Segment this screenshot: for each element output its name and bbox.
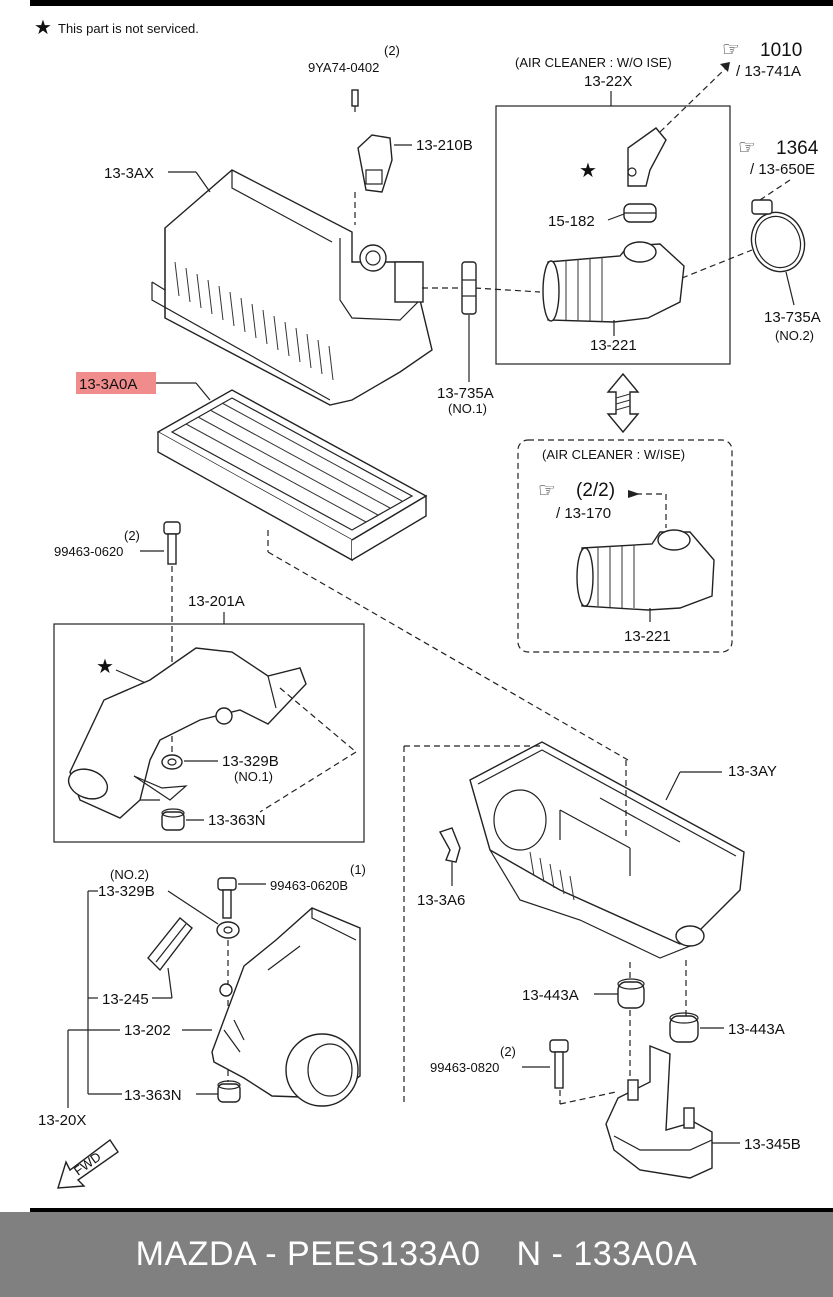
- star-icon: ★: [34, 17, 52, 39]
- highlight-13-3a0a: [76, 372, 156, 394]
- fwd-arrow-icon: [57, 1138, 119, 1189]
- air-cleaner-case: [469, 741, 745, 959]
- gasket-13-245: [147, 917, 193, 972]
- ref-2-2: (2/2): [576, 480, 615, 501]
- cover-ribs: [174, 261, 334, 381]
- label-13-202: 13-202: [124, 1022, 171, 1039]
- insulator-13-363n: [161, 808, 185, 831]
- insulator-13-363n-lower: [217, 1080, 241, 1103]
- sensor-13-210b: [351, 89, 393, 193]
- star-icon-201a: ★: [96, 656, 114, 678]
- pointer-hand-icon-22: ☞: [538, 480, 556, 502]
- label-13-3a0a: 13-3A0A: [79, 376, 137, 393]
- star-icon-22x: ★: [579, 160, 597, 182]
- footer-part-number: MAZDA - PEES133A0: [135, 1235, 481, 1273]
- top-border: [30, 0, 833, 6]
- ref-13-741a: / 13-741A: [736, 63, 801, 80]
- label-13-3a6: 13-3A6: [417, 892, 465, 909]
- air-hose-wo-ise: [542, 241, 685, 323]
- label-no2-left: (NO.2): [110, 867, 149, 882]
- bracket-13-345b: [605, 1044, 713, 1179]
- label-99463-0620: 99463-0620: [54, 544, 123, 559]
- label-13-20x: 13-20X: [38, 1112, 86, 1129]
- arrow-up-icon: [720, 62, 730, 72]
- label-13-443a-right: 13-443A: [728, 1021, 785, 1038]
- label-13-3ax: 13-3AX: [104, 165, 154, 182]
- label-9ya74: 9YA74-0402: [308, 60, 379, 75]
- label-no2-right: (NO.2): [775, 328, 814, 343]
- part-number-footer: MAZDA - PEES133A0 N - 133A0A: [0, 1212, 833, 1297]
- label-no1-center: (NO.1): [448, 401, 487, 416]
- w-ise-box: [517, 439, 733, 653]
- air-cleaner-cover: [151, 169, 433, 406]
- pointer-hand-icon-1364: ☞: [738, 137, 756, 159]
- w-ise-title: (AIR CLEANER : W/ISE): [542, 447, 685, 462]
- label-13-221-bottom: 13-221: [624, 628, 671, 645]
- label-99463-0820: 99463-0820: [430, 1060, 499, 1075]
- bolt-99463-0820: [549, 1039, 569, 1089]
- resonator-duct: [67, 647, 307, 819]
- label-bolt-0620b-qty: (1): [350, 862, 366, 877]
- air-filter-element: [156, 389, 428, 562]
- label-13-245: 13-245: [102, 991, 149, 1008]
- insulator-13-443a-left: [617, 978, 645, 1009]
- clamp-13-735a-no2: [750, 199, 806, 273]
- grommet-13-329b-no2: [216, 921, 240, 939]
- label-13-735a-no1: 13-735A: [437, 385, 494, 402]
- ref-1010: 1010: [760, 40, 802, 61]
- ref-13-650e: / 13-650E: [750, 161, 815, 178]
- label-bolt-qty: (2): [124, 528, 140, 543]
- grommet-13-329b-no1: [161, 754, 183, 770]
- label-13-329b-no1: 13-329B: [222, 753, 279, 770]
- label-13-210b: 13-210B: [416, 137, 473, 154]
- breather-nipple: [627, 127, 667, 187]
- case-ribs: [529, 851, 575, 901]
- air-duct-13-202: [211, 907, 361, 1107]
- label-9ya74-qty: (2): [384, 43, 400, 58]
- pointer-hand-icon-1010: ☞: [722, 39, 740, 61]
- label-13-22x: 13-22X: [584, 73, 632, 90]
- resonator-box: [53, 623, 365, 843]
- label-13-3ay: 13-3AY: [728, 763, 777, 780]
- double-arrow-icon: [606, 372, 640, 434]
- label-13-345b: 13-345B: [744, 1136, 801, 1153]
- arrow-left-icon: [628, 490, 640, 498]
- air-hose-w-ise: [576, 529, 715, 611]
- wo-ise-title: (AIR CLEANER : W/O ISE): [515, 55, 672, 70]
- clip-13-3a6: [438, 827, 461, 863]
- label-13-363n-top: 13-363N: [208, 812, 266, 829]
- clamp-13-735a-no1: [461, 261, 477, 315]
- clamp-15-182: [623, 203, 657, 223]
- ref-1364: 1364: [776, 138, 819, 159]
- label-bolt-0820-qty: (2): [500, 1044, 516, 1059]
- label-13-735a-no2: 13-735A: [764, 309, 821, 326]
- bolt-99463-0620: [163, 521, 181, 565]
- label-15-182: 15-182: [548, 213, 595, 230]
- label-99463-0620b: 99463-0620B: [270, 878, 348, 893]
- label-13-201a: 13-201A: [188, 593, 245, 610]
- not-serviced-note: This part is not serviced.: [58, 21, 199, 36]
- label-13-329b-no2: 13-329B: [98, 883, 155, 900]
- wo-ise-box: [495, 105, 731, 365]
- label-13-363n-lower: 13-363N: [124, 1087, 182, 1104]
- parts-diagram: ★ This part is not serviced. 13-3AX 13-2…: [30, 0, 833, 1212]
- bottom-border: [30, 1208, 833, 1212]
- label-no1-left: (NO.1): [234, 769, 273, 784]
- insulator-13-443a-right: [669, 1012, 699, 1043]
- bolt-99463-0620b: [217, 877, 237, 919]
- label-13-443a-left: 13-443A: [522, 987, 579, 1004]
- footer-code: N - 133A0A: [516, 1235, 698, 1273]
- ref-13-170: / 13-170: [556, 505, 611, 522]
- label-13-221-top: 13-221: [590, 337, 637, 354]
